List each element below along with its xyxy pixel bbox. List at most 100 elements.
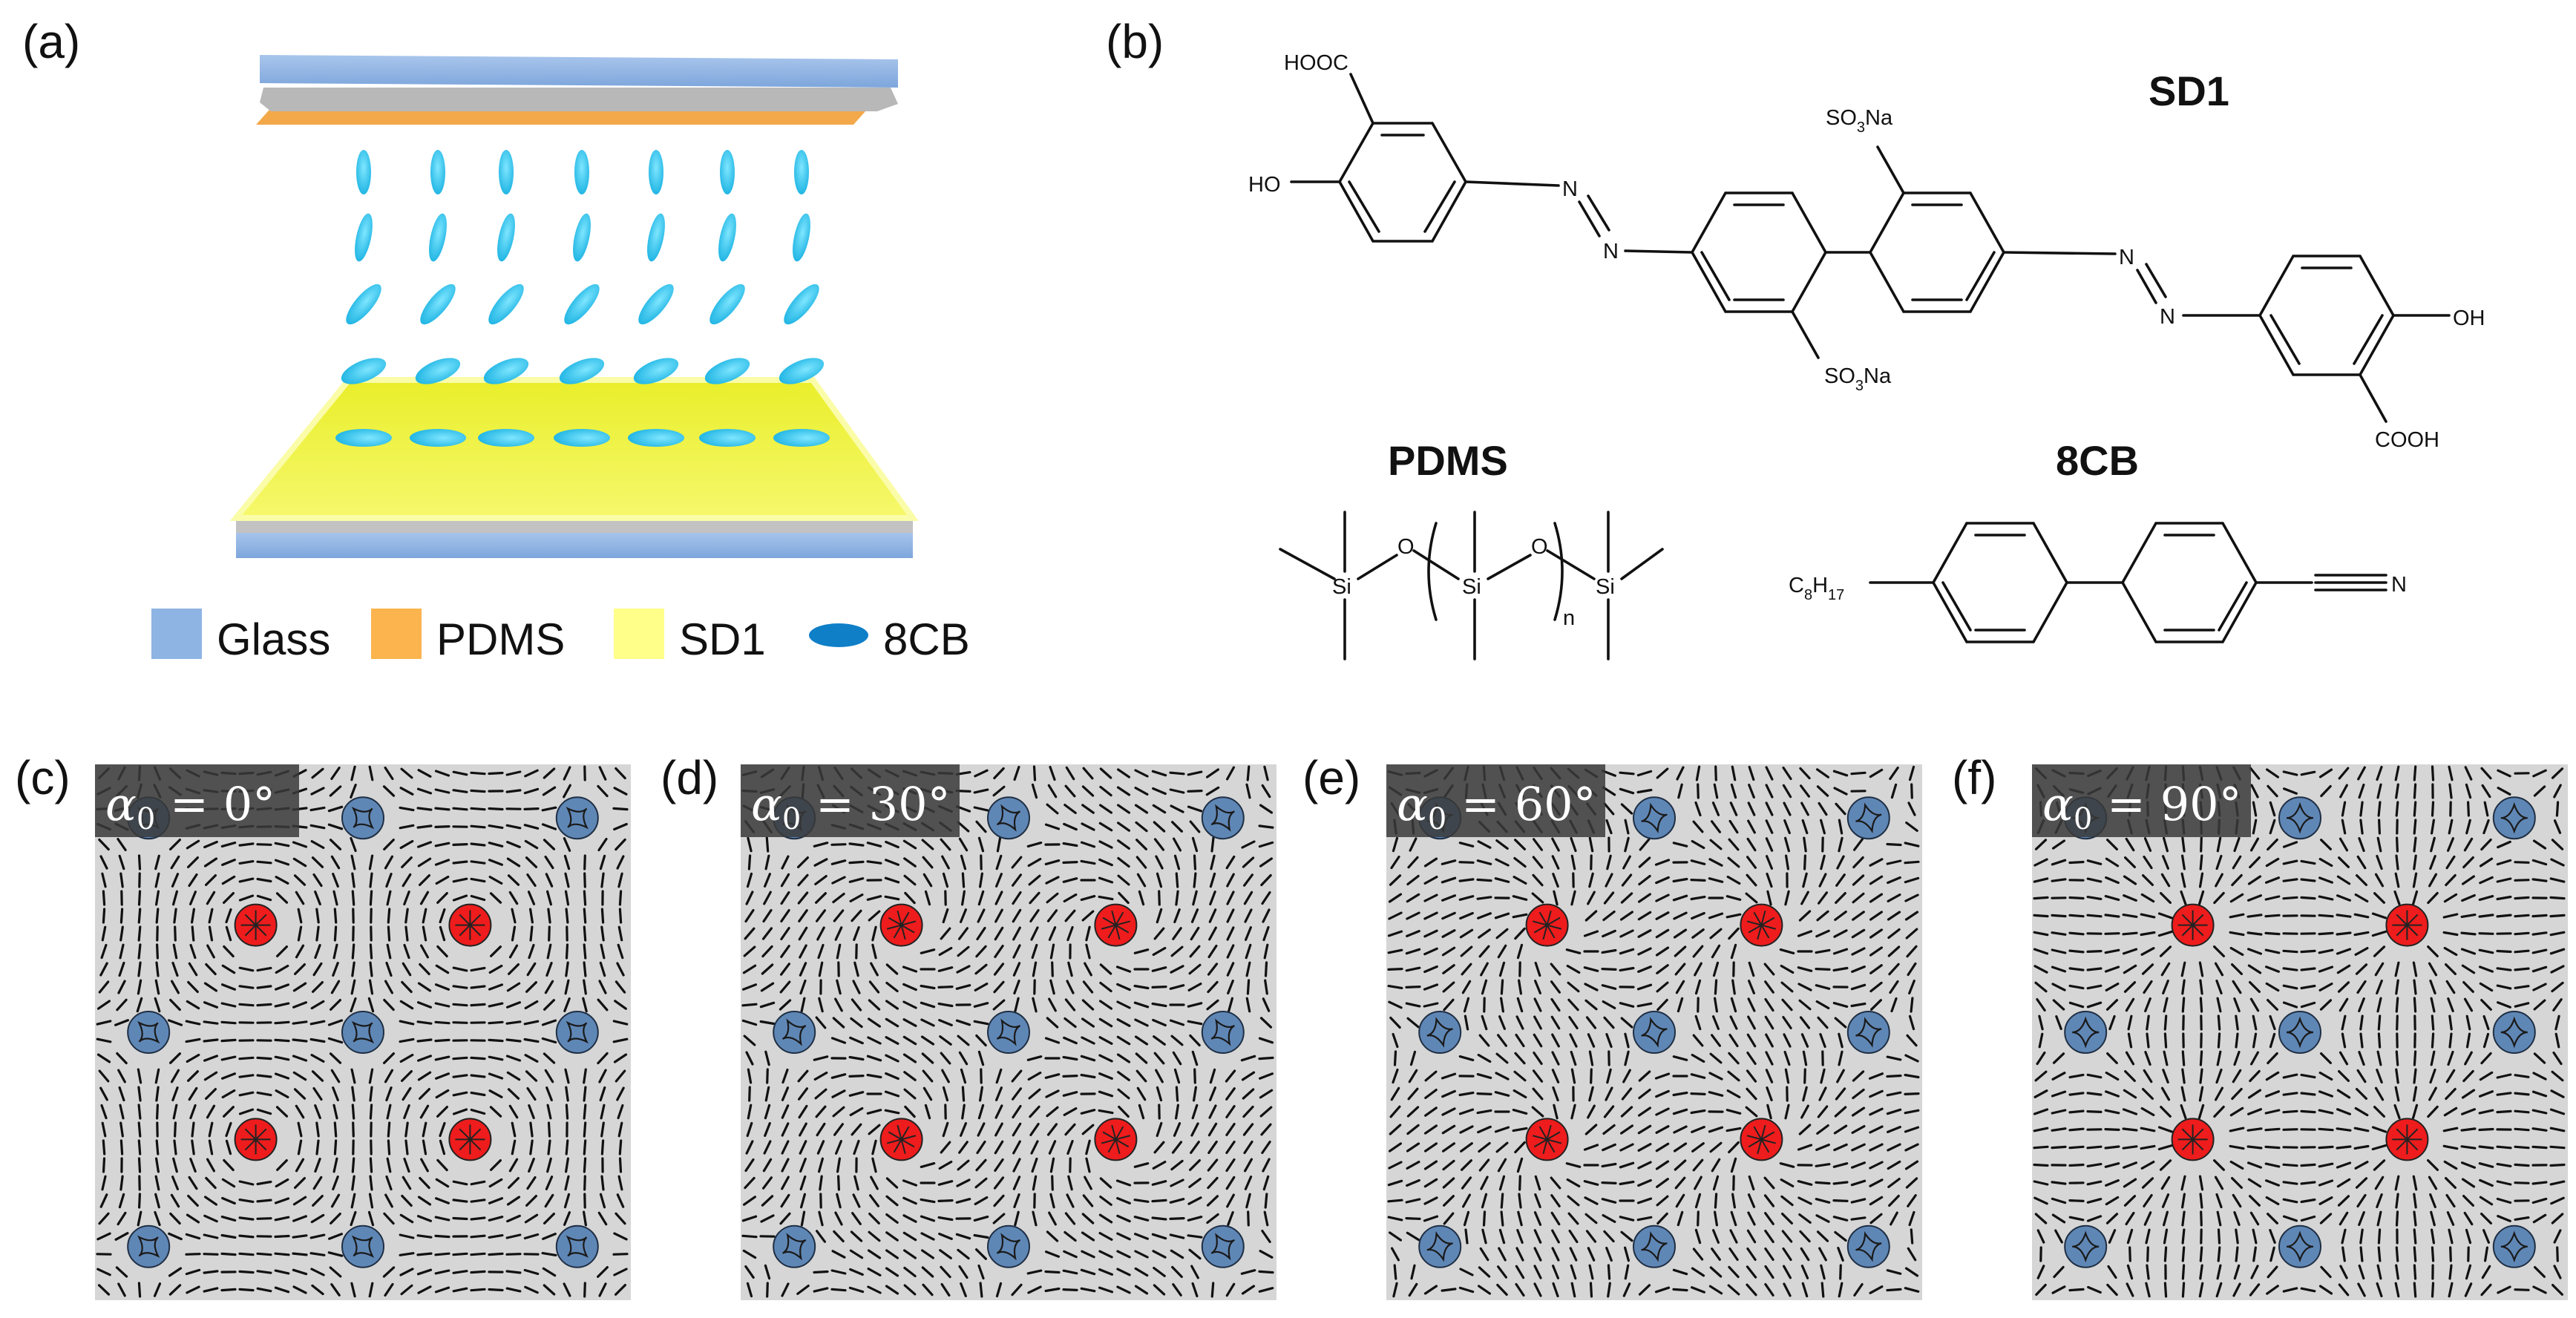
director-dash bbox=[885, 1267, 899, 1277]
director-dash bbox=[2068, 967, 2085, 971]
director-dash bbox=[541, 1251, 557, 1257]
director-dash bbox=[488, 859, 504, 866]
director-dash bbox=[2068, 1127, 2085, 1132]
director-dash bbox=[600, 908, 605, 924]
director-dash bbox=[1259, 1250, 1274, 1259]
director-dash bbox=[1673, 911, 1688, 920]
director-dash bbox=[1779, 948, 1795, 955]
director-dash bbox=[400, 767, 413, 779]
director-dash bbox=[1116, 1000, 1131, 1009]
director-dash bbox=[155, 1086, 160, 1102]
director-dash bbox=[369, 943, 373, 960]
director-dash bbox=[1619, 1143, 1634, 1152]
director-dash bbox=[309, 1252, 326, 1256]
director-dash bbox=[2216, 997, 2222, 1013]
director-dash bbox=[1169, 1233, 1185, 1239]
director-dash bbox=[238, 1216, 255, 1221]
director-dash bbox=[813, 1055, 829, 1061]
director-dash bbox=[1480, 1176, 1489, 1190]
director-dash bbox=[2140, 947, 2155, 956]
director-dash bbox=[1636, 1197, 1653, 1204]
director-dash bbox=[403, 890, 410, 906]
director-dash bbox=[1832, 770, 1849, 777]
director-dash bbox=[2229, 946, 2244, 957]
director-dash bbox=[1226, 908, 1235, 923]
director-dash bbox=[2265, 876, 2280, 884]
director-dash bbox=[1153, 1035, 1166, 1046]
director-dash bbox=[2411, 890, 2419, 906]
panel-label-d: (d) bbox=[661, 751, 718, 804]
director-dash bbox=[505, 770, 522, 776]
director-dash bbox=[2231, 1087, 2243, 1101]
director-dash bbox=[368, 765, 374, 781]
director-dash bbox=[238, 1252, 255, 1256]
director-dash bbox=[315, 1139, 320, 1155]
legend-label-8cb: 8CB bbox=[883, 614, 970, 664]
director-dash bbox=[1226, 926, 1235, 941]
director-dash bbox=[1170, 1178, 1184, 1187]
director-dash bbox=[310, 839, 325, 850]
director-dash bbox=[1690, 895, 1706, 901]
director-dash bbox=[960, 854, 967, 871]
director-dash bbox=[1816, 768, 1829, 778]
director-dash bbox=[600, 943, 606, 960]
director-dash bbox=[1409, 837, 1418, 852]
director-dash bbox=[2051, 983, 2066, 991]
director-dash bbox=[1081, 804, 1095, 814]
director-dash bbox=[2479, 982, 2494, 992]
director-dash bbox=[1904, 1073, 1920, 1079]
director-dash bbox=[1655, 876, 1670, 885]
director-dash bbox=[2355, 963, 2368, 975]
director-dash bbox=[2127, 1032, 2133, 1049]
director-dash bbox=[2068, 914, 2085, 918]
director-dash bbox=[2235, 1014, 2239, 1031]
director-dash bbox=[1152, 787, 1167, 796]
director-dash bbox=[903, 874, 917, 886]
director-dash bbox=[1264, 1193, 1268, 1209]
director-dash bbox=[2461, 1089, 2476, 1099]
director-dash bbox=[434, 1197, 450, 1204]
director-dash bbox=[1834, 1106, 1847, 1118]
director-dash bbox=[1082, 767, 1094, 780]
director-dash bbox=[1887, 1160, 1901, 1170]
director-dash bbox=[102, 908, 106, 924]
director-dash bbox=[2105, 1071, 2120, 1081]
director-dash bbox=[742, 964, 757, 974]
8cb-molecule bbox=[704, 358, 750, 384]
director-dash bbox=[2550, 1089, 2565, 1098]
director-dash bbox=[2481, 784, 2491, 799]
director-dash bbox=[2429, 979, 2436, 995]
director-dash bbox=[973, 1215, 989, 1222]
director-dash bbox=[1746, 856, 1757, 869]
director-dash bbox=[612, 1020, 629, 1026]
director-dash bbox=[1062, 1288, 1078, 1292]
director-dash bbox=[1242, 1123, 1254, 1136]
director-dash bbox=[350, 979, 356, 995]
director-dash bbox=[1602, 1124, 1616, 1135]
director-dash bbox=[2359, 819, 2364, 835]
director-dash bbox=[203, 1001, 218, 1009]
director-dash bbox=[2336, 1089, 2351, 1099]
director-dash bbox=[1620, 1124, 1633, 1135]
director-dash bbox=[238, 985, 255, 989]
director-dash bbox=[975, 1034, 987, 1047]
director-dash bbox=[1551, 1247, 1560, 1262]
director-dash bbox=[507, 1176, 520, 1190]
director-dash bbox=[2448, 1228, 2454, 1245]
director-dash bbox=[830, 1073, 847, 1079]
director-dash bbox=[96, 1232, 111, 1241]
director-dash bbox=[1730, 943, 1737, 960]
director-dash bbox=[614, 1000, 627, 1010]
director-dash bbox=[1225, 1104, 1236, 1119]
director-dash bbox=[763, 1140, 772, 1155]
director-dash bbox=[1206, 999, 1219, 1011]
director-dash bbox=[1190, 908, 1199, 923]
director-dash bbox=[920, 1001, 936, 1009]
plus-defect bbox=[2385, 1118, 2429, 1161]
director-dash bbox=[330, 766, 341, 781]
director-dash bbox=[527, 891, 536, 905]
director-dash bbox=[1619, 1180, 1635, 1186]
director-dash bbox=[137, 1104, 142, 1120]
director-dash bbox=[2359, 801, 2364, 817]
director-dash bbox=[1730, 1157, 1737, 1173]
